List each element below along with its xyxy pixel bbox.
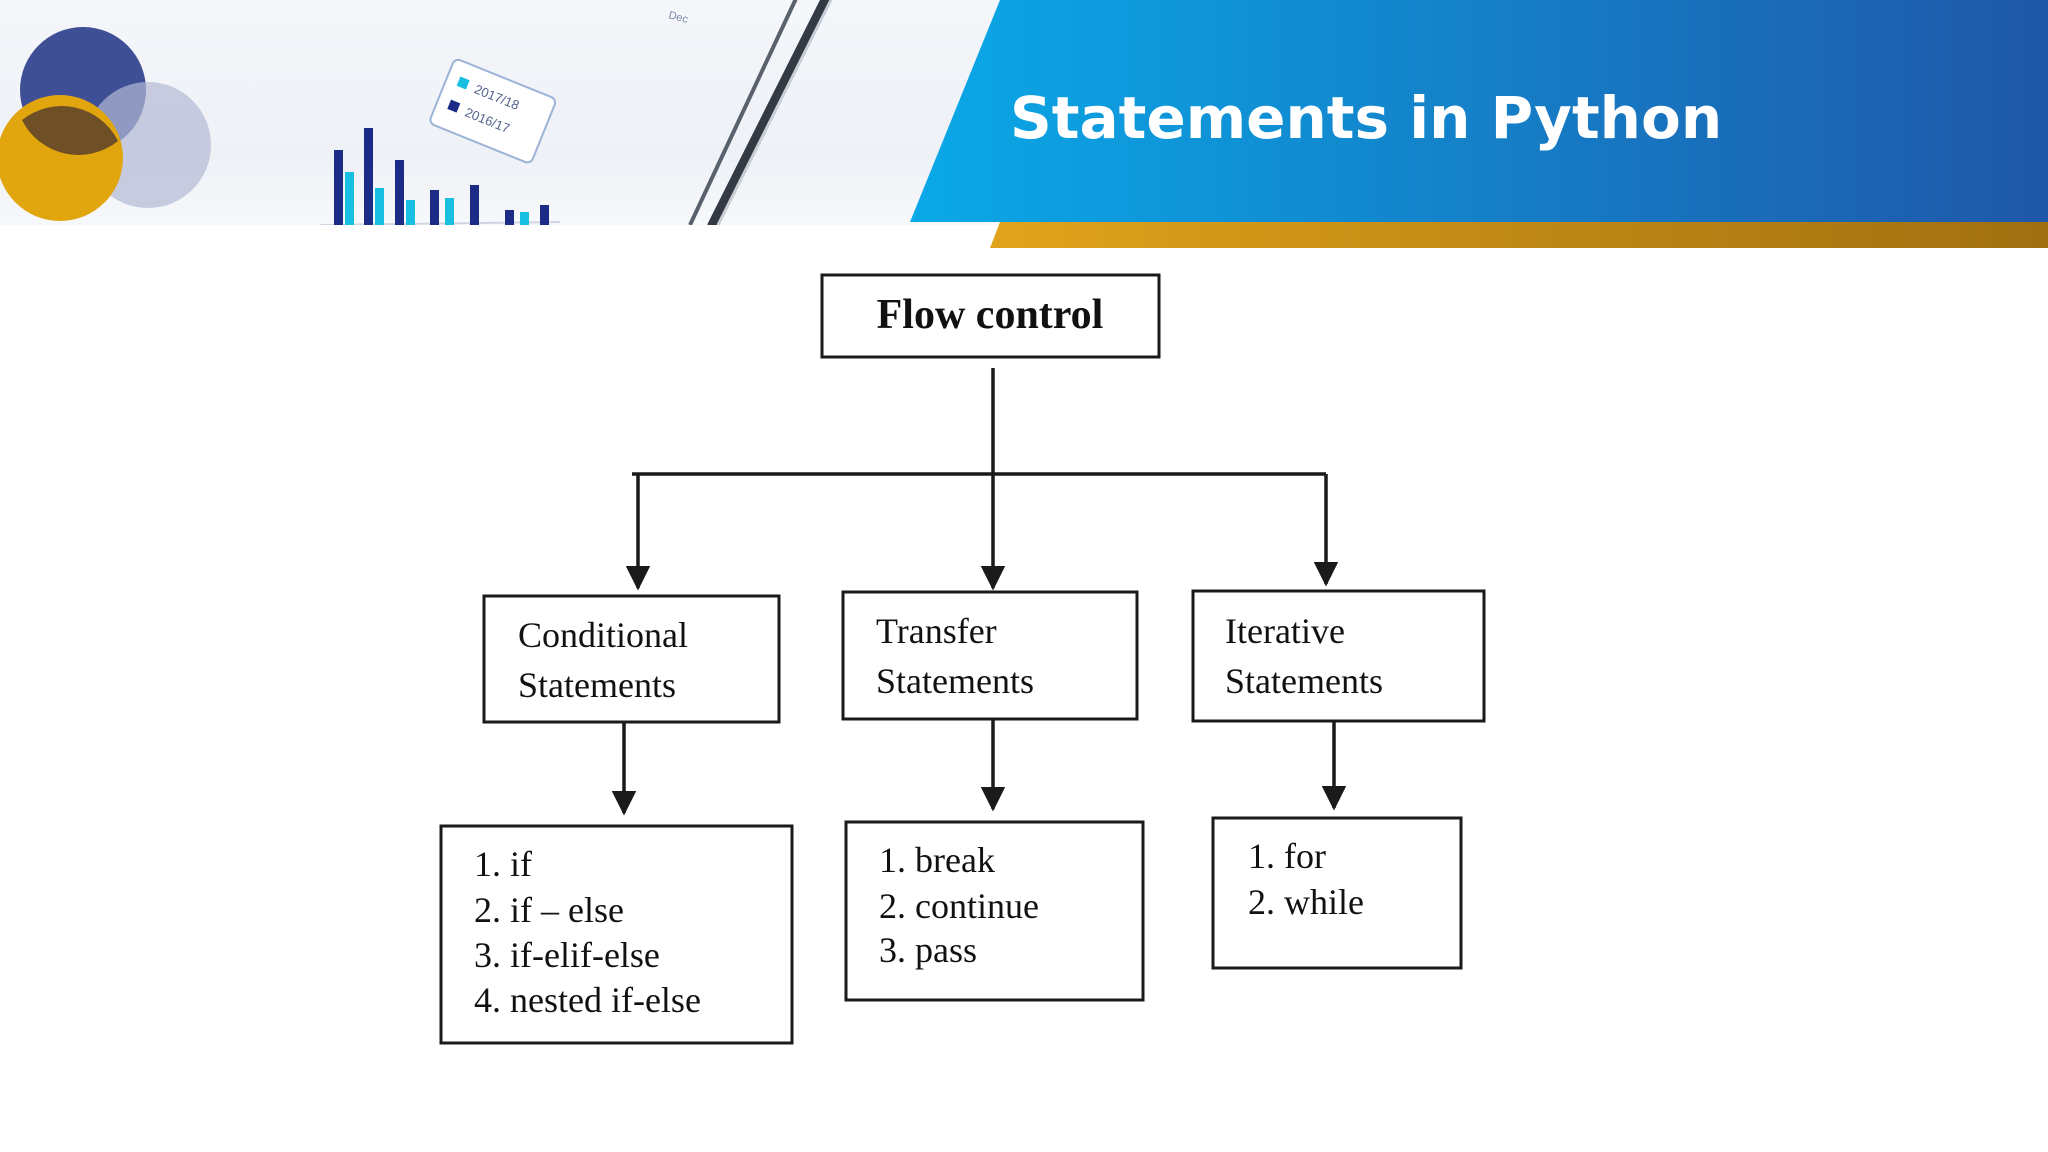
pen-icon: [688, 0, 833, 230]
list-item: 2. if – else: [474, 890, 624, 930]
header-photo-art: 2017/18 2016/17 Dec: [0, 0, 833, 230]
iterative-label-line1: Iterative: [1225, 611, 1345, 651]
transfer-node: Transfer Statements: [841, 590, 1139, 721]
list-item: 3. if-elif-else: [474, 935, 660, 975]
list-item: 1. for: [1248, 836, 1326, 876]
conditional-list-box: [439, 824, 794, 1045]
root-label: Flow control: [877, 292, 1104, 338]
iterative-node: Iterative Statements: [1191, 589, 1486, 723]
list-item: 1. if: [474, 844, 532, 884]
circle-overlap: [22, 106, 118, 155]
header-photo: 2017/18 2016/17 Dec: [0, 0, 1010, 230]
iterative-label-line2: Statements: [1225, 661, 1383, 701]
bar-chart-art: [319, 128, 561, 226]
conditional-label-line2: Statements: [518, 665, 676, 705]
list-item: 1. break: [879, 840, 995, 880]
transfer-box: [841, 590, 1139, 721]
chart-legend-tag: 2017/18 2016/17: [429, 58, 557, 164]
root-node: Flow control: [820, 273, 1161, 359]
gold-stripe: [990, 222, 2048, 248]
conditional-box: [482, 594, 781, 724]
iterative-list: 1. for 2. while: [1211, 816, 1463, 970]
transfer-list-box: [844, 820, 1145, 1002]
iterative-list-box: [1211, 816, 1463, 970]
title-band: [910, 0, 2048, 222]
transfer-label-line2: Statements: [876, 661, 1034, 701]
transfer-label-line1: Transfer: [876, 611, 997, 651]
list-item: 2. continue: [879, 886, 1039, 926]
conditional-label-line1: Conditional: [518, 615, 688, 655]
conditional-node: Conditional Statements: [482, 594, 781, 724]
list-item: 4. nested if-else: [474, 980, 701, 1020]
list-item: 3. pass: [879, 930, 977, 970]
conditional-list: 1. if 2. if – else 3. if-elif-else 4. ne…: [439, 824, 794, 1045]
title-band-shape: [910, 0, 2048, 222]
iterative-box: [1191, 589, 1486, 723]
gold-stripe-shape: [990, 222, 2048, 248]
root-box: [820, 273, 1161, 359]
slide-title: Statements in Python: [1010, 84, 1723, 152]
corner-date-label: Dec: [667, 9, 689, 26]
list-item: 2. while: [1248, 882, 1364, 922]
transfer-list: 1. break 2. continue 3. pass: [844, 820, 1145, 1002]
